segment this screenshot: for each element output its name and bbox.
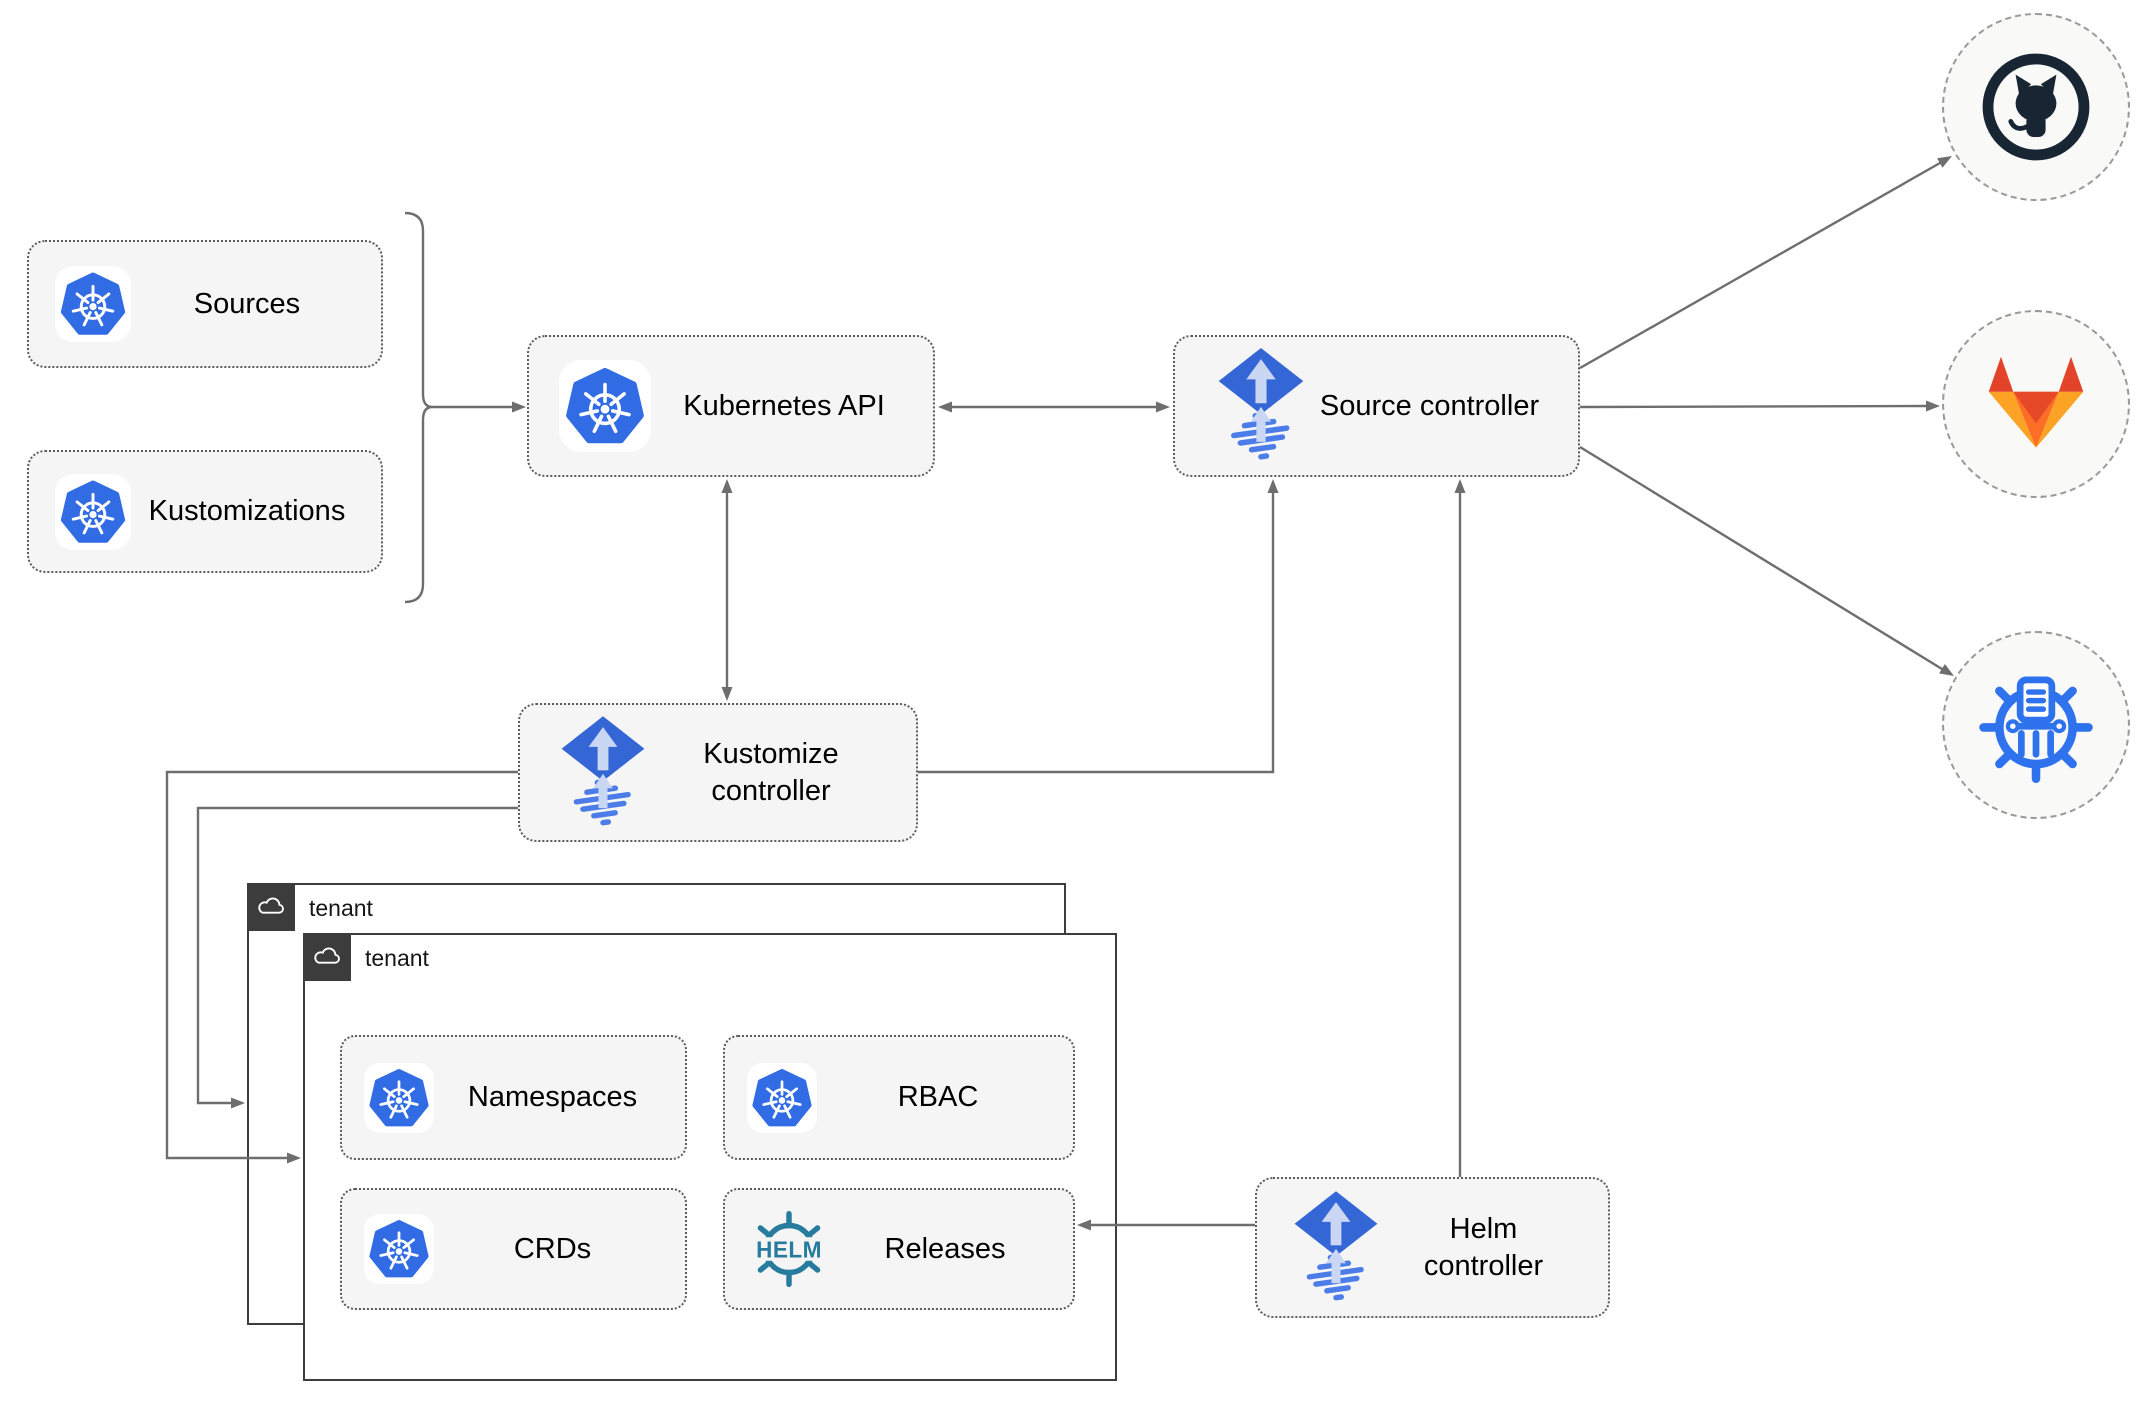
tenant-front-label: tenant [365,945,429,971]
node-rbac-label: RBAC [897,1081,979,1114]
node-kustomizations-label: Kustomizations [148,495,346,528]
node-sources: Sources [27,240,383,368]
node-kubernetes-api-label: Kubernetes API [683,389,885,422]
node-kustomizations: Kustomizations [27,450,383,573]
node-kustomize-controller-label: Kustomize controller [703,738,839,807]
flux-icon [1218,348,1304,464]
helm-repository-endpoint [1942,631,2130,819]
node-releases-label: Releases [884,1232,1006,1265]
edge-source-gitlab [1579,404,1927,409]
node-namespaces-label: Namespaces [467,1081,638,1114]
github-icon [1982,53,2090,161]
node-crds: CRDs [340,1188,687,1310]
helm-wheel-icon: HELM [756,1210,822,1288]
node-crds-label: CRDs [513,1232,592,1265]
node-rbac: RBAC [723,1035,1075,1160]
tenant-back-label: tenant [309,895,373,921]
edge-source-github [1579,161,1941,370]
flux-icon [1294,1190,1378,1304]
brace [404,211,432,604]
flux-icon [561,715,645,829]
node-kustomize-controller: Kustomize controller [518,703,918,842]
node-kubernetes-api: Kubernetes API [527,335,935,477]
tenant-front-badge [303,933,351,981]
gitlab-endpoint [1942,310,2130,498]
kubernetes-icon [364,1062,434,1133]
kubernetes-icon [55,266,131,342]
helm-wordmark: HELM [756,1236,822,1262]
gitlab-icon [1988,356,2084,448]
kubernetes-icon [559,360,651,452]
kubernetes-icon [55,473,131,550]
node-source-controller-label: Source controller [1319,389,1540,422]
kubernetes-icon [747,1062,817,1133]
edge-source-chartmuseum [1579,445,1943,671]
node-namespaces: Namespaces [340,1035,687,1160]
cloud-icon [258,897,284,914]
node-helm-controller: Helm controller [1255,1177,1610,1318]
github-endpoint [1942,13,2130,201]
node-helm-controller-label: Helm controller [1423,1213,1544,1282]
tenant-back-badge [247,883,295,931]
node-releases: HELM Releases [723,1188,1075,1310]
chartmuseum-icon [1979,676,2093,783]
cloud-icon [314,947,340,964]
edge-kustomize-source [918,492,1275,774]
kubernetes-icon [364,1214,434,1284]
node-source-controller: Source controller [1173,335,1580,477]
node-sources-label: Sources [193,287,301,320]
